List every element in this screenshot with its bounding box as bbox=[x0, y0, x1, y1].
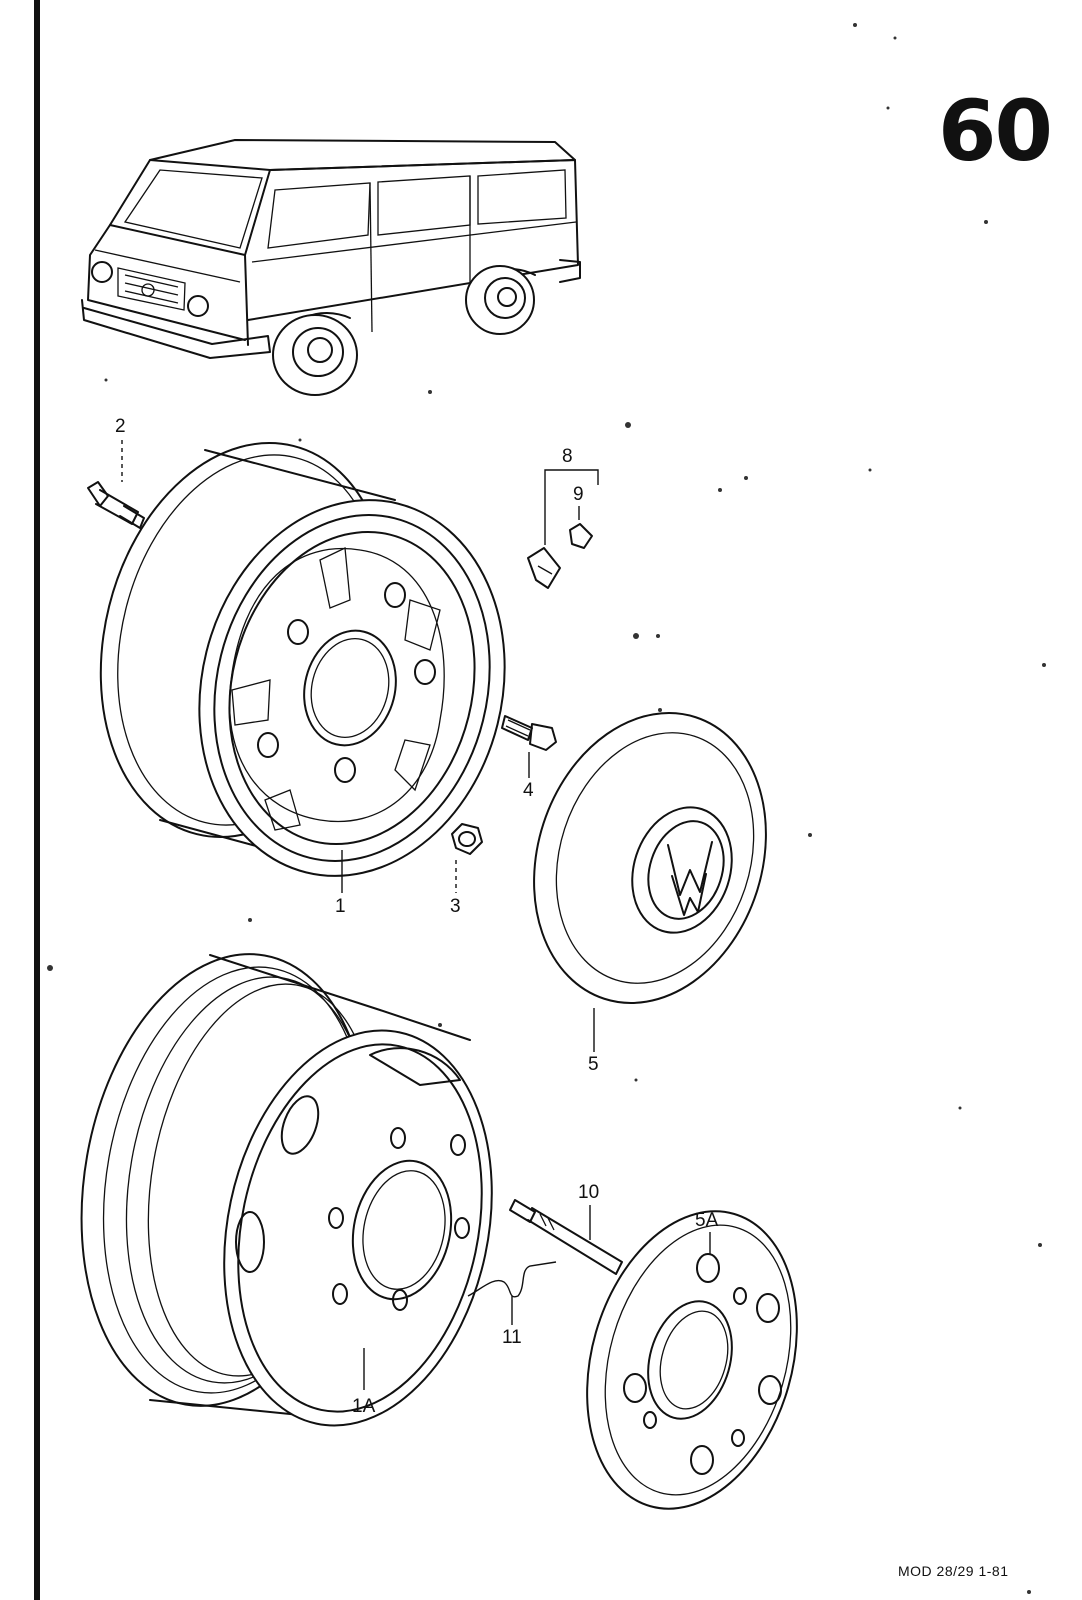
long-bolt-10 bbox=[509, 1199, 623, 1275]
callout-1A: 1A bbox=[352, 1396, 376, 1417]
wheel-bolt-4 bbox=[501, 715, 557, 751]
wheel-rim-1 bbox=[99, 442, 506, 877]
callout-2: 2 bbox=[115, 416, 126, 437]
callout-11: 11 bbox=[502, 1327, 522, 1348]
binding-edge bbox=[34, 0, 40, 1600]
wheel-nut-3 bbox=[451, 823, 483, 855]
page-number: 60 bbox=[938, 82, 1053, 180]
spacer-plate-5A bbox=[586, 1210, 798, 1510]
valve-stem-2 bbox=[87, 481, 145, 529]
callout-5: 5 bbox=[588, 1054, 599, 1075]
callout-9: 9 bbox=[573, 484, 584, 505]
callout-3: 3 bbox=[450, 896, 461, 917]
callout-10: 10 bbox=[578, 1182, 599, 1203]
callout-1: 1 bbox=[335, 896, 346, 917]
scan-noise bbox=[47, 23, 1046, 1594]
footer-code: MOD 28/29 1-81 bbox=[898, 1563, 1009, 1579]
clip-9 bbox=[569, 523, 593, 549]
balance-weight-8 bbox=[527, 547, 561, 589]
callouts: 2 8 9 4 1 3 5 10 5A 11 1A bbox=[115, 416, 719, 1417]
callout-4: 4 bbox=[523, 780, 534, 801]
wheel-rim-1A bbox=[80, 953, 493, 1427]
van-illustration bbox=[81, 139, 581, 396]
callout-5A: 5A bbox=[695, 1210, 719, 1231]
callout-8: 8 bbox=[562, 446, 573, 467]
hub-cap-5 bbox=[533, 712, 767, 1004]
